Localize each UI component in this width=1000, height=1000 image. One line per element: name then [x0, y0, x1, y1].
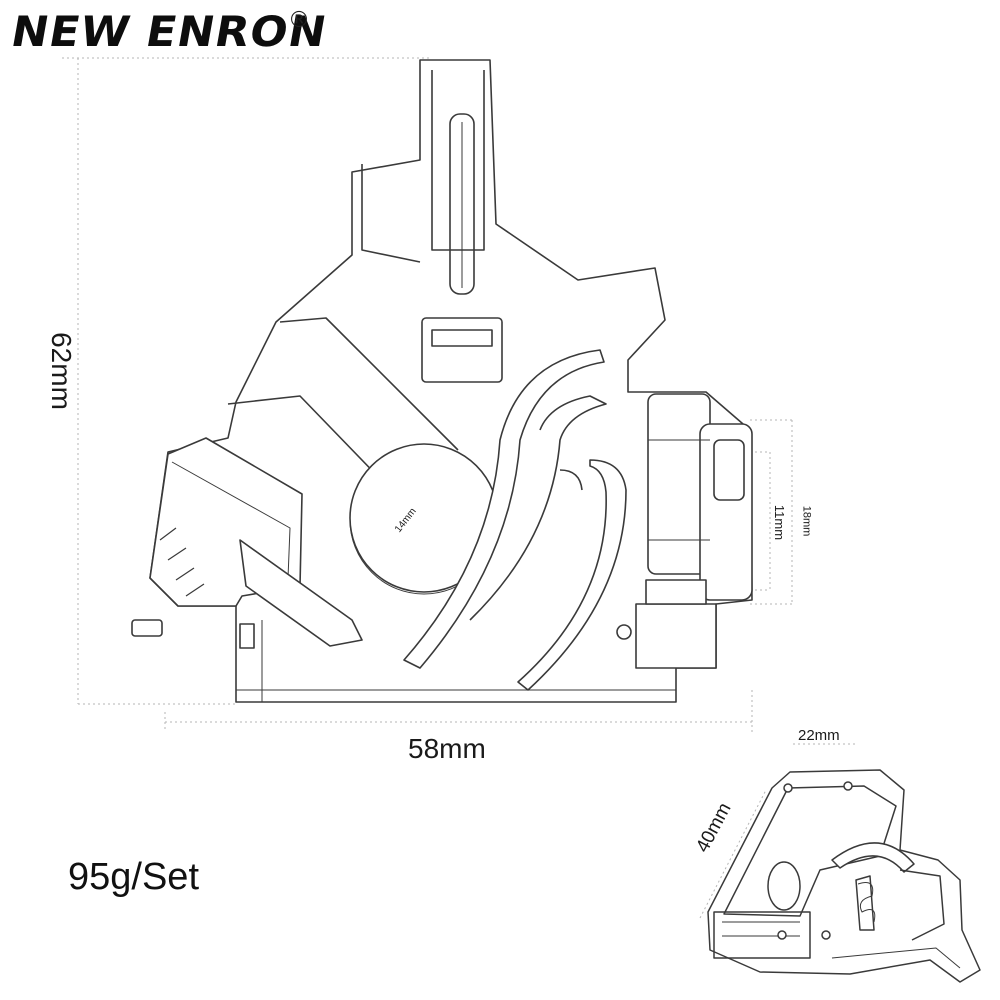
registered-mark: ® — [288, 8, 310, 33]
gearbox-housing-side-icon — [131, 59, 753, 703]
depth-dimension-label: 22mm — [798, 727, 840, 744]
height-dimension-label: 62mm — [45, 332, 77, 410]
weight-label: 95g/Set — [68, 856, 199, 898]
gearbox-housing-isometric-icon — [707, 769, 981, 983]
outer-cup-dimension-label: 18mm — [800, 505, 813, 537]
width-dimension-label: 58mm — [408, 733, 486, 764]
inner-cup-dimension-label: 11mm — [772, 504, 788, 541]
